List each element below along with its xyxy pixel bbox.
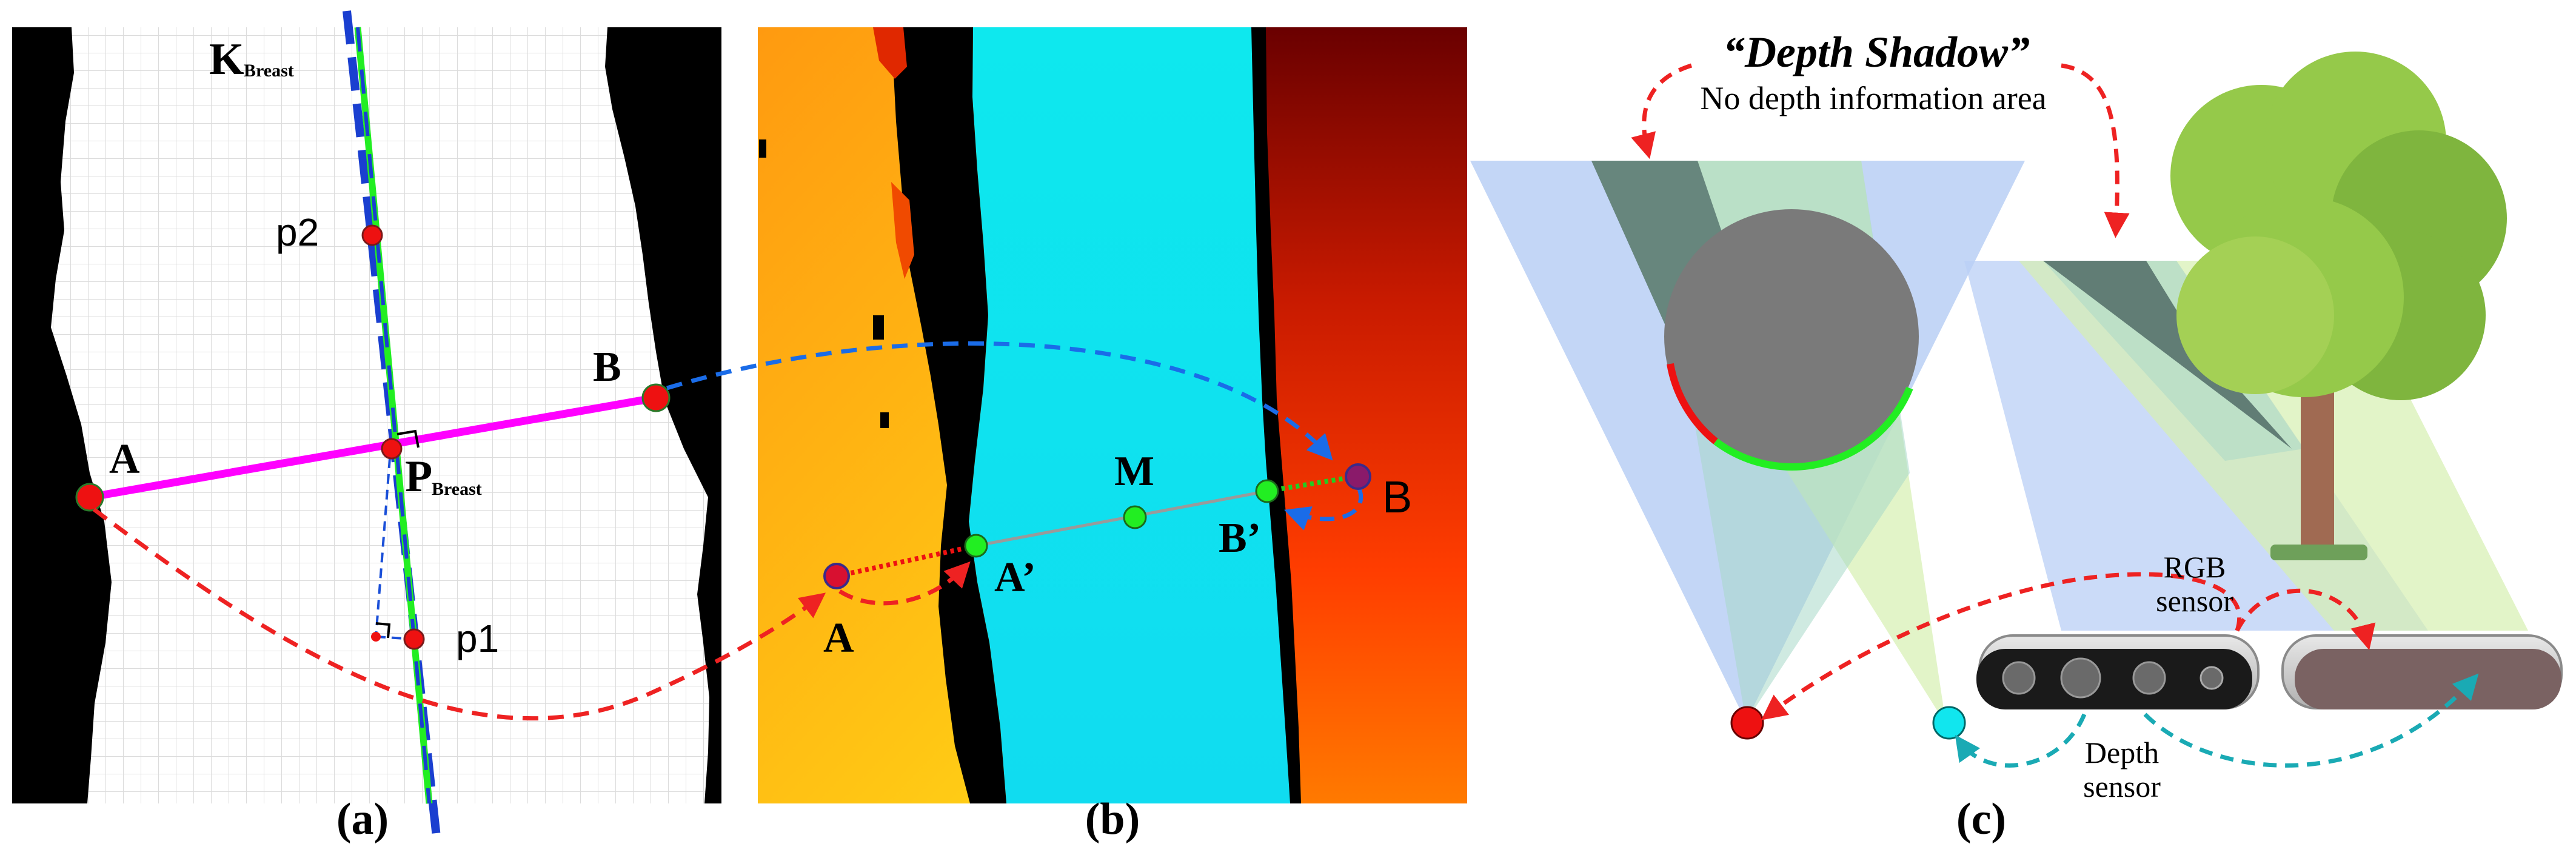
point-b-a <box>823 563 850 589</box>
caption-b: (b) <box>1085 794 1140 844</box>
point-p-breast <box>381 438 403 460</box>
panel-b-noise-1 <box>759 139 766 158</box>
point-b-b <box>1345 463 1371 490</box>
rgb-sensor-label-1: RGB <box>2164 550 2226 584</box>
label-a-a: A <box>109 436 140 483</box>
line-a-to-a-prime <box>836 543 977 578</box>
arrow-b-to-b-prime <box>1284 488 1363 531</box>
projection-dashed-line <box>375 442 392 637</box>
depth-sensor-label-2: sensor <box>2083 770 2161 803</box>
arrow-a-to-panel-b <box>92 508 826 721</box>
lens-1 <box>2002 661 2036 695</box>
label-k: K <box>209 35 244 84</box>
arrow-shadow-right <box>2061 63 2130 238</box>
label-p: P <box>405 452 432 501</box>
panel-a: K Breast p2 B A P Breast p1 (a) <box>12 10 721 844</box>
label-p1: p1 <box>456 617 499 660</box>
depth-sensor-label-1: Depth <box>2085 736 2159 770</box>
depth-shadow-title: “Depth Shadow” <box>1723 28 2030 76</box>
panel-b-right-shadow <box>1251 27 1301 803</box>
second-camera <box>2281 634 2563 709</box>
point-b-prime <box>1255 479 1279 503</box>
panel-a-left-region <box>12 27 112 803</box>
depth-shadow-subtitle: No depth information area <box>1700 80 2046 116</box>
label-p2: p2 <box>276 210 319 254</box>
visible-arc <box>1713 386 1913 471</box>
panel-b-cyan-body <box>969 27 1297 803</box>
rgb-sensor-label-2: sensor <box>2156 584 2233 618</box>
occluded-arc <box>1667 363 1718 444</box>
arrow-rgb-to-right <box>2235 588 2376 651</box>
caption-c: (c) <box>1956 794 2006 844</box>
label-b-panel-b: B <box>1382 472 1412 522</box>
right-angle-mark-p1 <box>375 622 391 639</box>
panel-b-noise-3 <box>880 412 889 428</box>
panel-b-red-blob-mid <box>891 182 914 279</box>
arrow-b-to-panel-b <box>666 341 1333 461</box>
label-a-prime: A’ <box>994 554 1036 601</box>
arrow-a-to-a-prime <box>838 561 971 606</box>
label-k-sub: Breast <box>244 61 294 81</box>
frustum-overlap-right <box>2043 261 2304 461</box>
label-b-prime: B’ <box>1219 515 1261 562</box>
tree-trunk <box>2301 388 2334 549</box>
right-angle-mark-p-breast <box>396 429 420 448</box>
point-b <box>641 383 671 412</box>
rgb-origin-marker <box>1932 706 1966 740</box>
point-p2 <box>361 224 383 246</box>
second-camera-face <box>2295 649 2561 709</box>
point-m <box>1123 505 1147 529</box>
point-p1 <box>403 628 425 650</box>
tree <box>2170 52 2507 560</box>
lens-3 <box>2132 661 2166 695</box>
panel-b-red-blob-top <box>873 27 907 79</box>
line-a-prime-b-prime <box>975 489 1268 548</box>
arrow-shadow-left <box>1631 63 1693 159</box>
lens-rgb <box>2200 666 2224 690</box>
tree-canopy-6 <box>2176 236 2334 394</box>
depth-camera <box>1976 634 2260 709</box>
panel-b-noise-2 <box>873 315 884 340</box>
label-b-a: B <box>593 344 621 391</box>
depth-camera-face <box>1976 649 2252 709</box>
point-projection-foot <box>371 632 381 642</box>
lens-2 <box>2060 657 2101 699</box>
line-b-prime-to-b <box>1266 474 1356 494</box>
panel-b-left-shadow <box>891 27 1006 803</box>
point-a-prime <box>964 534 988 558</box>
circle-object <box>1664 209 1919 464</box>
panel-a-right-region <box>605 27 721 803</box>
label-m: M <box>1114 448 1154 495</box>
arrow-depth-to-right <box>2143 673 2479 768</box>
panel-b-right-depth <box>1255 27 1467 803</box>
k-breast-dash-overlay <box>356 27 431 804</box>
label-p-sub: Breast <box>432 479 482 499</box>
panel-b: A A’ M B’ B (b) <box>758 27 1467 844</box>
depth-origin-marker <box>1730 706 1764 740</box>
panel-c: “Depth Shadow” No depth information area… <box>1470 28 2563 844</box>
a-b-line <box>89 394 657 501</box>
point-a <box>75 483 104 512</box>
caption-a: (a) <box>336 794 389 844</box>
arrow-depth-to-left <box>1955 713 2087 768</box>
tree-base <box>2270 545 2367 560</box>
label-b-panel-a: A <box>823 615 854 662</box>
arrow-rgb-to-left <box>1761 572 2242 720</box>
